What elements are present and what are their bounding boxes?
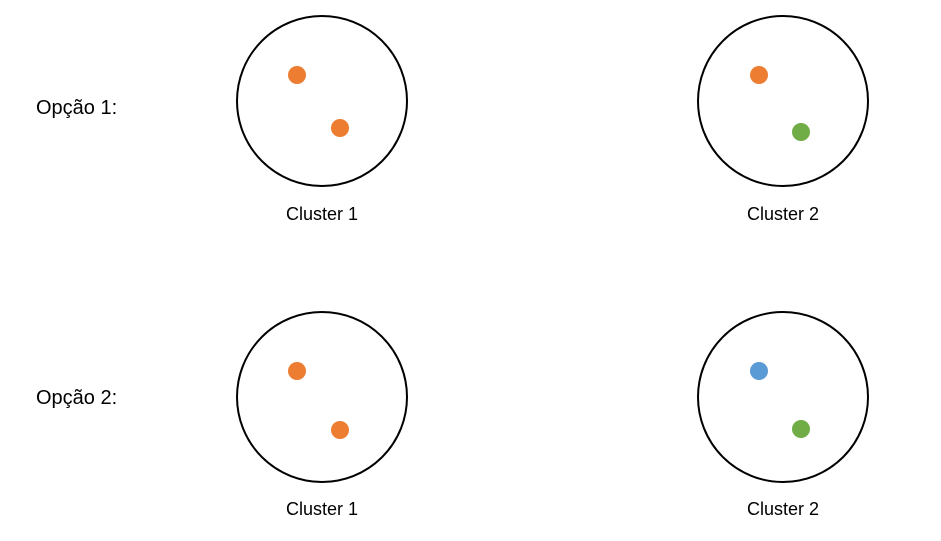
cluster-point <box>750 66 768 84</box>
option-1-cluster-2-label: Cluster 2 <box>746 204 820 224</box>
cluster-boundary <box>697 15 869 187</box>
cluster-boundary <box>697 311 869 483</box>
option-2-cluster-2-label: Cluster 2 <box>746 499 820 519</box>
cluster-point <box>750 362 768 380</box>
cluster-point <box>288 66 306 84</box>
option-1-cluster-1 <box>236 15 408 187</box>
option-2-cluster-2 <box>697 311 869 483</box>
option-1-cluster-1-label: Cluster 1 <box>285 204 359 224</box>
option-2-label: Opção 2: <box>36 387 118 409</box>
option-1-label: Opção 1: <box>36 97 118 119</box>
option-2-cluster-1-label: Cluster 1 <box>285 499 359 519</box>
cluster-boundary <box>236 311 408 483</box>
cluster-point <box>331 119 349 137</box>
cluster-point <box>792 420 810 438</box>
cluster-point <box>331 421 349 439</box>
option-1-cluster-2 <box>697 15 869 187</box>
option-2-cluster-1 <box>236 311 408 483</box>
cluster-point <box>288 362 306 380</box>
cluster-point <box>792 123 810 141</box>
cluster-boundary <box>236 15 408 187</box>
